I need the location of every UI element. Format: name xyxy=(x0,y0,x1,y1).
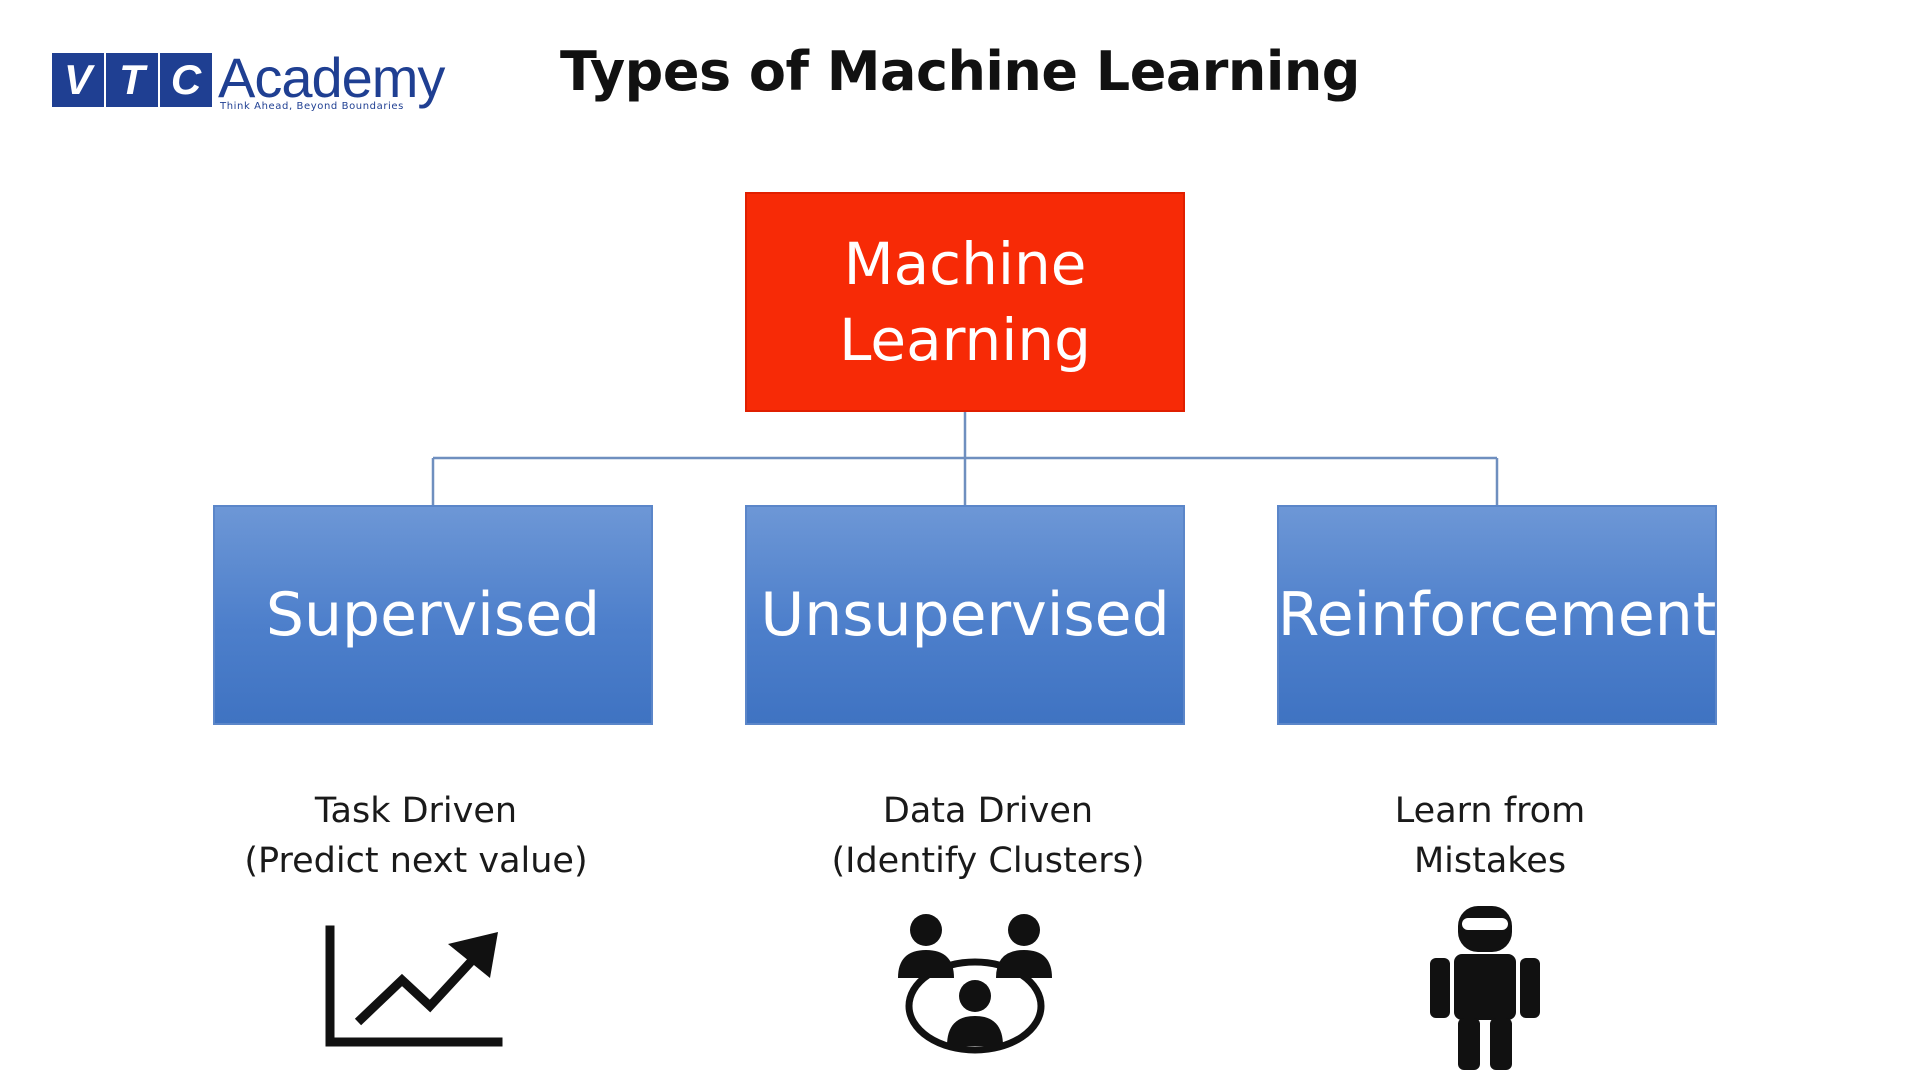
reinforcement-node: Reinforcement xyxy=(1277,505,1717,725)
supervised-desc-line2: (Predict next value) xyxy=(244,841,588,881)
person-top-right xyxy=(996,914,1052,978)
supervised-description: Task Driven (Predict next value) xyxy=(196,786,636,886)
person-bottom xyxy=(947,980,1003,1046)
logo-letter-t: T xyxy=(106,53,158,107)
page-title: Types of Machine Learning xyxy=(560,40,1360,103)
unsupervised-node: Unsupervised xyxy=(745,505,1185,725)
machine-learning-node: Machine Learning xyxy=(745,192,1185,412)
supervised-node: Supervised xyxy=(213,505,653,725)
cluster-people-icon xyxy=(898,914,1052,1054)
unsupervised-desc-line2: (Identify Clusters) xyxy=(831,841,1145,881)
unsupervised-desc-line1: Data Driven xyxy=(882,791,1094,831)
robot-icon xyxy=(1430,906,1540,1070)
reinforcement-desc-line2: Mistakes xyxy=(1413,841,1567,881)
logo-wordmark: Academy Think Ahead, Beyond Boundaries xyxy=(218,46,445,113)
logo-letter-blocks: V T C xyxy=(52,53,214,107)
vtc-academy-logo: V T C Academy Think Ahead, Beyond Bounda… xyxy=(52,46,445,113)
trend-chart-icon xyxy=(325,925,503,1047)
unsupervised-description: Data Driven (Identify Clusters) xyxy=(768,786,1208,886)
reinforcement-desc-line1: Learn from xyxy=(1394,791,1586,831)
root-label-line1: Machine xyxy=(843,230,1087,298)
supervised-desc-line1: Task Driven xyxy=(314,791,518,831)
logo-letter-v: V xyxy=(52,53,104,107)
logo-letter-c: C xyxy=(160,53,212,107)
logo-academy-text: Academy xyxy=(218,46,445,109)
logo-tagline: Think Ahead, Beyond Boundaries xyxy=(220,101,404,112)
person-top-left xyxy=(898,914,954,978)
reinforcement-description: Learn from Mistakes xyxy=(1270,786,1710,886)
root-label-line2: Learning xyxy=(839,306,1091,374)
